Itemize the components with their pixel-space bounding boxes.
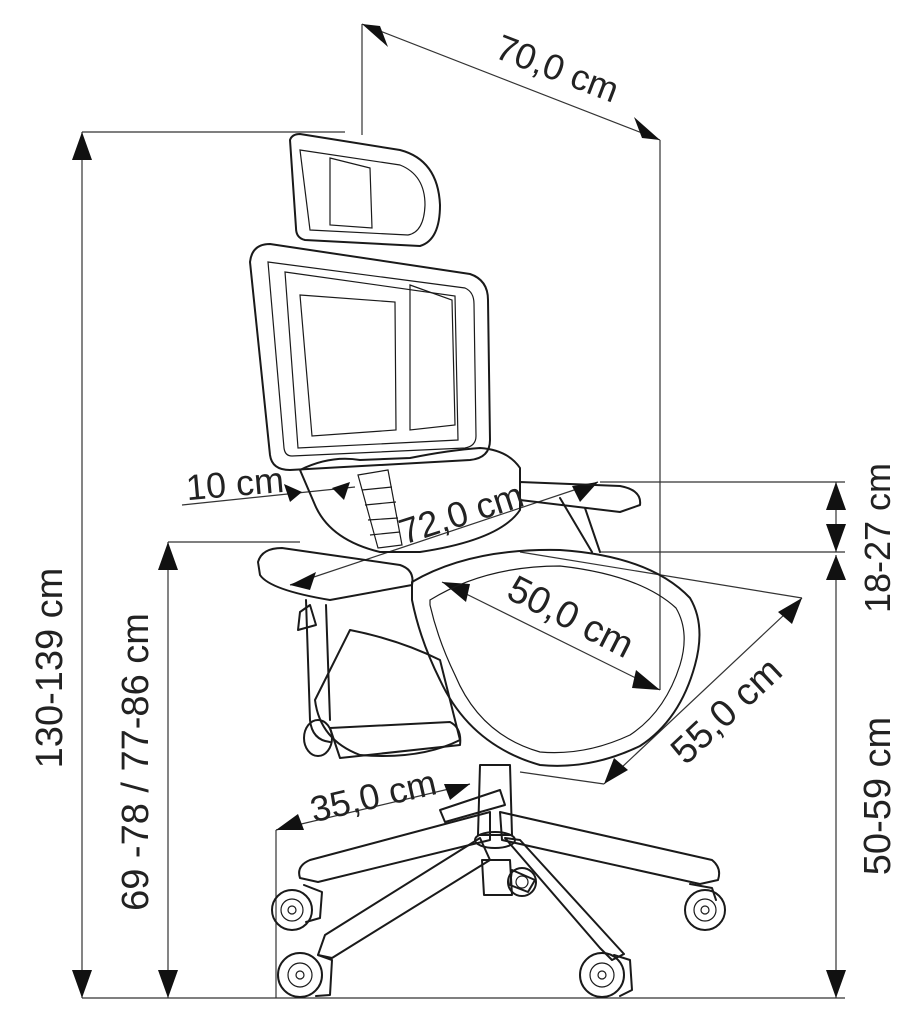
label-arm-height: 69 -78 / 77-86 cm (115, 613, 157, 911)
caster-front-left (277, 952, 333, 998)
label-seat-height: 50-59 cm (857, 717, 899, 875)
chair-outline (249, 133, 726, 998)
backrest (249, 243, 491, 471)
caster-left (271, 884, 323, 931)
headrest (289, 133, 441, 247)
dimension-lines (72, 23, 846, 999)
label-arm-width: 10 cm (184, 459, 285, 508)
caster-back (507, 867, 537, 897)
label-height-total: 130-139 cm (29, 568, 71, 769)
caster-right (684, 883, 726, 931)
caster-front-right (579, 952, 633, 998)
label-armrest-adjust: 18-27 cm (857, 463, 898, 613)
label-base-radius: 35,0 cm (306, 761, 440, 830)
labels: 70,0 cm 130-139 cm 69 -78 / 77-86 cm 10 … (29, 26, 899, 911)
seat (411, 548, 701, 767)
gas-lift (477, 764, 513, 836)
label-width-total: 72,0 cm (394, 474, 528, 553)
right-armrest (519, 481, 642, 513)
left-armrest (257, 547, 414, 601)
label-depth-total: 70,0 cm (490, 26, 624, 110)
label-seat-width: 50,0 cm (501, 568, 641, 667)
